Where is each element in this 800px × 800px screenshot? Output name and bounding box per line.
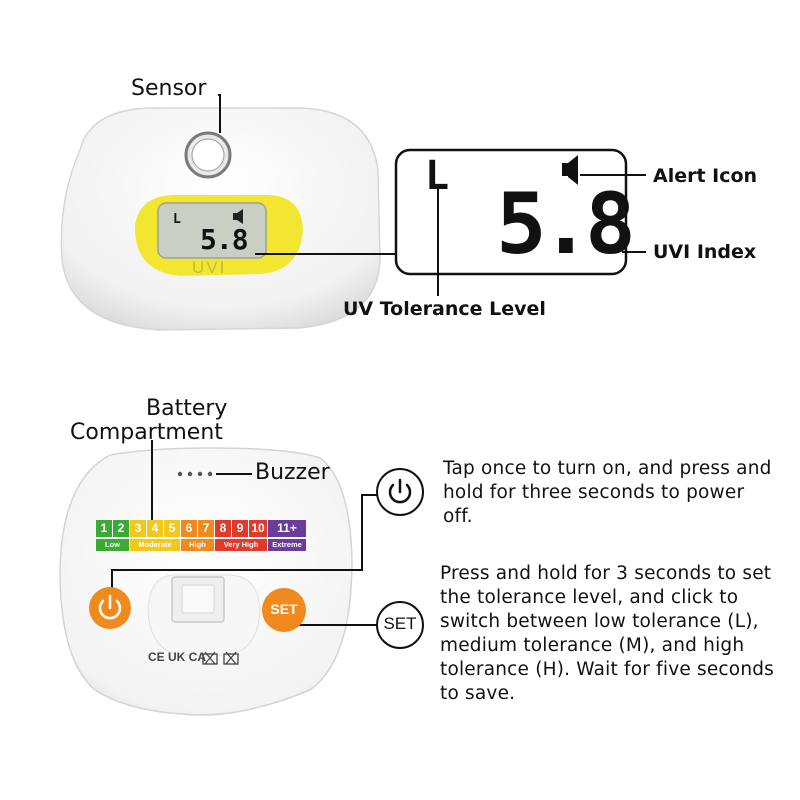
uvi-index-label: UVI Index: [653, 241, 757, 263]
battery-label-line2: Compartment: [70, 420, 223, 445]
buzzer-label: Buzzer: [255, 460, 330, 485]
uv-band-moderate: Moderate: [130, 539, 180, 551]
big-lcd-reading: 5.8: [496, 175, 636, 273]
small-lcd-reading: 5.8: [200, 223, 249, 256]
set-callout-label: SET: [383, 614, 417, 633]
uv-band-extreme: Extreme: [268, 539, 306, 551]
uv-cell-6: 6: [181, 520, 197, 537]
big-lcd-level: L: [425, 153, 450, 199]
uv-cell-4: 4: [147, 520, 163, 537]
uv-band-high: High: [181, 539, 214, 551]
uv-cell-5: 5: [164, 520, 180, 537]
uv-cell-7: 7: [198, 520, 214, 537]
power-description: Tap once to turn on, and press and hold …: [443, 458, 772, 527]
device-set-button: [262, 588, 306, 632]
cert-symbols: [202, 651, 239, 665]
uv-cell-10: 10: [249, 520, 267, 537]
cert-marks: CE UK CA: [148, 650, 207, 664]
tolerance-level-label: UV Tolerance Level: [343, 298, 546, 320]
device-set-label: SET: [270, 601, 298, 617]
uv-band-very-high: Very High: [215, 539, 267, 551]
uv-scale-sticker: 1 2 3 4 5 6 7 8 9 10 11+ Low Moderate Hi…: [96, 520, 308, 554]
uv-band-low: Low: [96, 539, 129, 551]
uv-cell-11: 11+: [268, 520, 306, 537]
small-lcd-level: L: [173, 212, 181, 227]
power-leader: [111, 494, 378, 588]
sensor-leader: [218, 94, 221, 133]
alert-icon-label: Alert Icon: [653, 165, 758, 187]
uv-cell-3: 3: [130, 520, 146, 537]
set-button-callout: [376, 601, 424, 649]
uv-cell-8: 8: [215, 520, 231, 537]
battery-label-line1: Battery: [146, 396, 228, 421]
big-lcd-frame: [394, 148, 628, 276]
sensor-label: Sensor: [131, 76, 207, 101]
set-description: Press and hold for 3 seconds to set the …: [440, 563, 775, 704]
uvi-brand: UVI: [192, 258, 227, 277]
uv-cell-2: 2: [113, 520, 129, 537]
alert-speaker-icon: [562, 163, 568, 176]
uv-cell-9: 9: [232, 520, 248, 537]
uv-cell-1: 1: [96, 520, 112, 537]
